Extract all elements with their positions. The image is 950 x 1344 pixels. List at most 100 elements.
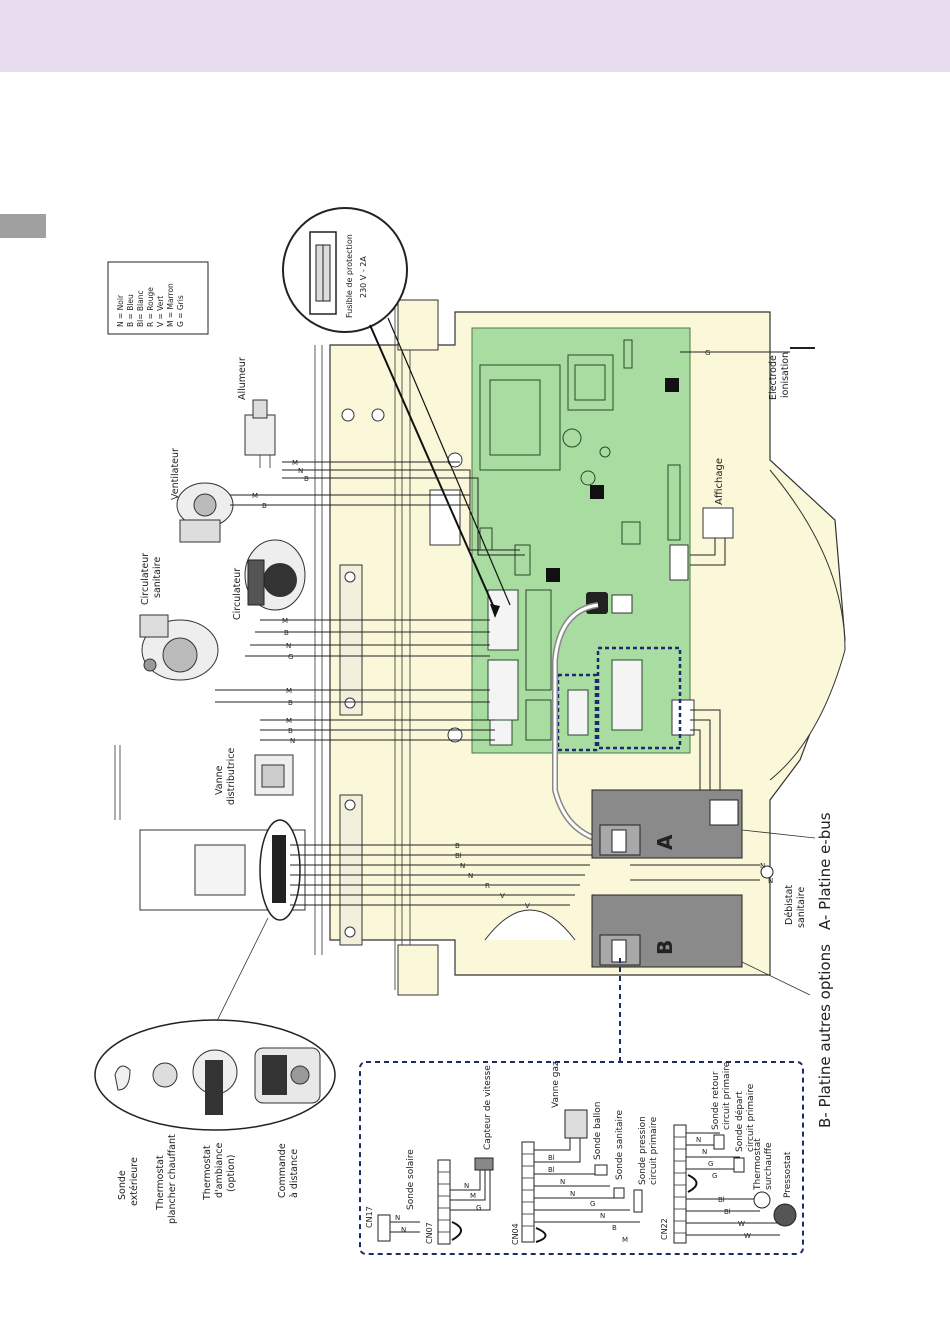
- side-tab: [0, 214, 46, 238]
- wire-code: V: [500, 892, 505, 900]
- wire-code: N: [298, 467, 303, 475]
- wire-code: Bl: [724, 1208, 731, 1216]
- wire-code: B: [612, 1224, 617, 1232]
- board-a-title: A- Platine e-bus: [816, 812, 834, 930]
- electrode-label-2: ionisation: [780, 352, 791, 398]
- wire-code: G: [712, 1172, 717, 1180]
- wire-code: G: [476, 1204, 481, 1212]
- wire-code: G: [708, 1160, 713, 1168]
- wire-code: N: [600, 1212, 605, 1220]
- fuse-rating: 230 V - 2A: [359, 256, 368, 298]
- accessories-magnifier: [94, 1019, 336, 1131]
- wire-code: M: [286, 717, 292, 725]
- wire-code: N: [768, 877, 773, 885]
- wire-code: N: [696, 1136, 701, 1144]
- wire-code: Bl: [455, 852, 462, 860]
- sonde-pression-label-2: circuit primaire: [649, 1116, 659, 1185]
- capteur-vitesse-label: Capteur de vitesse: [483, 1065, 493, 1150]
- sonde-retour-label: Sonde retour: [711, 1071, 721, 1130]
- legend-item: N = Noir: [116, 294, 125, 327]
- wire-code: M: [286, 687, 292, 695]
- sonde-depart-label: Sonde départ: [734, 1091, 745, 1152]
- header-band: [0, 0, 950, 72]
- wire-code: G: [590, 1200, 595, 1208]
- fuse-magnifier: Fusible de protection 230 V - 2A: [282, 207, 511, 618]
- wire-code: Bl: [718, 1196, 725, 1204]
- wire-code: M: [282, 617, 288, 625]
- board-a-letter: A: [653, 834, 677, 850]
- wire-code: B: [284, 629, 289, 637]
- commande-label: Commande: [277, 1143, 288, 1198]
- wire-code: N: [290, 737, 295, 745]
- board-b: B: [591, 894, 811, 996]
- thermo-plancher-label: Thermostat: [155, 1155, 166, 1211]
- wire-code: V: [525, 902, 530, 910]
- cn04-label: CN04: [511, 1223, 520, 1245]
- sonde-solaire-label: Sonde solaire: [406, 1149, 416, 1210]
- legend-item: R = Rouge: [146, 287, 155, 327]
- sonde-ext-label-2: extérieure: [129, 1157, 140, 1206]
- wire-code: M: [470, 1192, 476, 1200]
- wire-code: B: [262, 502, 267, 510]
- color-legend: N = Noir B = Bleu Bl= Blanc R = Rouge V …: [107, 261, 209, 335]
- pressostat-label: Pressostat: [783, 1151, 793, 1198]
- wire-code: G: [705, 349, 710, 357]
- sonde-depart-label-2: circuit primaire: [746, 1083, 756, 1152]
- board-b-title: B- Platine autres options: [816, 944, 834, 1128]
- fuse-label: Fusible de protection: [345, 234, 354, 318]
- debistat-label-2: sanitaire: [796, 887, 807, 928]
- thermo-plancher-label-2: plancher chauffant: [167, 1134, 178, 1224]
- vanne-label-2: distributrice: [226, 748, 237, 805]
- board-a: A: [591, 789, 816, 859]
- debistat-label: Débistat: [784, 885, 795, 925]
- wire-code: N: [286, 642, 291, 650]
- legend-item: B = Bleu: [126, 294, 135, 327]
- wires: M N B M B M B N G M B M B N B: [215, 347, 815, 910]
- wire-code: N: [468, 872, 473, 880]
- thermo-amb-label: Thermostat: [202, 1145, 213, 1201]
- cn22-label: CN22: [660, 1218, 669, 1240]
- vanne-gaz-label: Vanne gaz: [551, 1061, 561, 1108]
- wire-code: M: [292, 459, 298, 467]
- circulateur-sanitaire-label-2: sanitaire: [152, 557, 163, 598]
- allumeur-igniter: Allumeur: [237, 357, 276, 468]
- thermo-amb-label-2: d'ambiance: [214, 1143, 225, 1198]
- circulateur-sanitaire-label: Circulateur: [140, 553, 151, 605]
- sonde-sanitaire-label: Sonde sanitaire: [615, 1110, 625, 1180]
- wire-code: B: [304, 475, 309, 483]
- main-pcb: [471, 327, 695, 843]
- wire-code: Bl: [548, 1166, 555, 1174]
- thermo-amb-label-3: (option): [226, 1155, 237, 1192]
- ventilateur-label: Ventilateur: [170, 448, 181, 500]
- diverter-valve: Vanne distributrice: [214, 748, 294, 805]
- legend-item: M = Marron: [166, 283, 175, 327]
- board-b-letter: B: [653, 940, 677, 955]
- thermo-surchauffe-label: Thermostat: [753, 1138, 763, 1191]
- wire-code: G: [288, 653, 293, 661]
- wire-code: N: [570, 1190, 575, 1198]
- thermo-surchauffe-label-2: surchauffe: [764, 1142, 774, 1190]
- wire-code: N: [560, 1178, 565, 1186]
- sonde-retour-label-2: circuit primaire: [722, 1061, 732, 1130]
- wire-code: M: [622, 1236, 628, 1244]
- wire-code: B: [288, 699, 293, 707]
- cn07-label: CN07: [425, 1222, 434, 1244]
- legend-item: G = Gris: [176, 295, 185, 327]
- wire-code: N: [702, 1148, 707, 1156]
- legend-item: V = Vert: [156, 296, 165, 327]
- wire-code: N: [464, 1182, 469, 1190]
- fan-ventilateur: Ventilateur: [170, 448, 234, 543]
- options-box: CN17 N N CN07 Sonde solaire N M G Capteu…: [359, 958, 804, 1255]
- wire-code: R: [485, 882, 490, 890]
- sonde-ext-label: Sonde: [117, 1170, 128, 1200]
- commande-label-2: à distance: [289, 1149, 300, 1198]
- vanne-label: Vanne: [214, 765, 225, 795]
- wire-code: N: [760, 862, 765, 870]
- affichage-label: Affichage: [714, 458, 725, 505]
- wire-code: N: [460, 862, 465, 870]
- legend-item: Bl= Blanc: [136, 290, 145, 327]
- circulateur-label: Circulateur: [232, 568, 243, 620]
- wire-code: B: [455, 842, 460, 850]
- cn17-label: CN17: [365, 1206, 374, 1228]
